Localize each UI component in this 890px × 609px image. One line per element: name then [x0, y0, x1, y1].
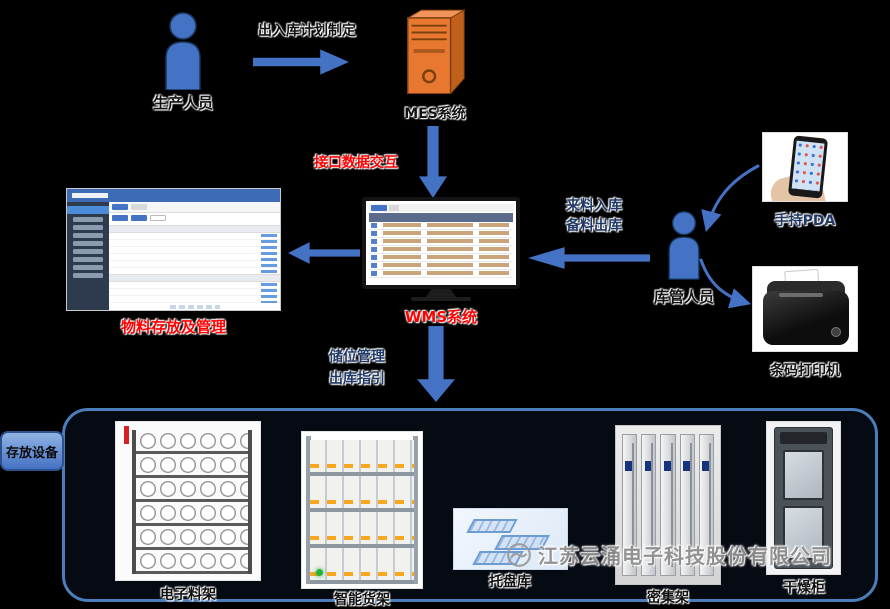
arrow-producer-to-mes — [253, 49, 349, 75]
plan-arrow-label: 出入库计划制定 — [258, 23, 356, 39]
material-mgmt-label: 物料存放及管理 — [120, 318, 226, 336]
wms-label: WMS系统 — [404, 308, 478, 326]
smart-shelf-label: 智能货架 — [334, 592, 390, 608]
drying-cabinet-label: 干燥柜 — [783, 580, 825, 596]
wms-monitor — [362, 197, 520, 303]
keeper-person-icon — [663, 208, 705, 282]
smart-shelf-image — [301, 431, 423, 589]
mes-label: MES系统 — [404, 106, 466, 122]
storage-equipment-panel: 电子料架 智能货架 托盘库 — [62, 408, 878, 608]
green-indicator — [316, 569, 323, 576]
arrow-mes-to-wms — [419, 126, 447, 198]
arrow-keeper-to-wms — [528, 247, 650, 269]
pda-label: 手持PDA — [774, 213, 836, 229]
cabinet-door-bottom — [783, 506, 824, 560]
monitor-base — [411, 297, 471, 301]
dense-rack-image — [615, 425, 721, 585]
barcode-printer-image — [752, 266, 858, 352]
producer-label: 生产人员 — [152, 94, 213, 112]
red-indicator — [124, 426, 129, 444]
arrow-wms-to-material — [288, 242, 360, 264]
company-logo-icon — [507, 542, 531, 567]
cabinet-control-panel — [780, 432, 827, 444]
arrow-pda-to-keeper — [701, 164, 760, 233]
producer-person-icon — [159, 12, 207, 91]
storage-guide-label: 储位管理 出库指引 — [329, 349, 385, 387]
handheld-pda-image — [762, 132, 848, 202]
monitor-stand — [426, 289, 456, 297]
dense-rack-label: 密集架 — [647, 590, 689, 606]
storage-equipment-tab: 存放设备 — [0, 431, 64, 471]
cabinet-door-top — [783, 450, 824, 500]
mes-server-icon — [398, 8, 472, 96]
keeper-label: 库管人员 — [653, 288, 714, 306]
material-management-screenshot — [66, 188, 281, 311]
screenshot-titlebar — [67, 189, 280, 202]
incoming-label: 来料入库 备料出库 — [566, 198, 622, 234]
pallet-store-label: 托盘库 — [489, 574, 531, 590]
interface-label: 接口数据交互 — [314, 155, 398, 171]
printer-label: 条码打印机 — [770, 363, 840, 379]
company-name: 江苏云涌电子科技股份有限公司 — [538, 544, 832, 568]
company-watermark: 江苏云涌电子科技股份有限公司 — [506, 540, 832, 569]
phone-shape — [787, 135, 829, 199]
arrow-wms-to-equipment — [417, 326, 455, 402]
electronic-rack-image — [115, 421, 261, 581]
electronic-rack-label: 电子料架 — [160, 587, 216, 603]
drying-cabinet-image — [766, 421, 841, 575]
wms-screen — [362, 197, 520, 289]
screenshot-sidebar — [67, 202, 109, 310]
